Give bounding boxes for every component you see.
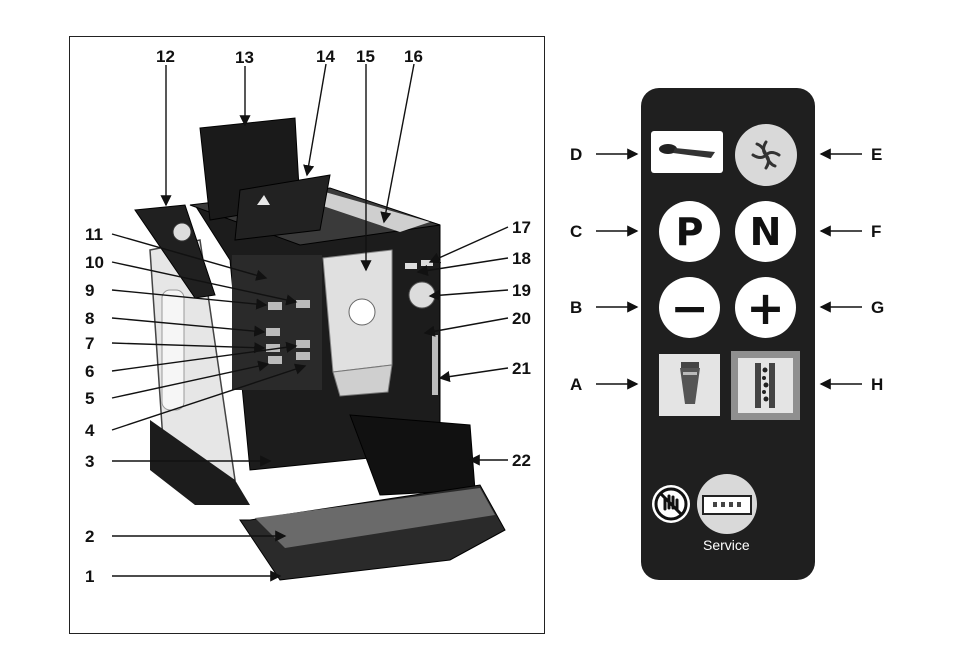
descale-indicator [731, 351, 800, 420]
callout-5: 5 [85, 389, 95, 408]
callout-E: E [871, 145, 883, 164]
callout-G: G [871, 298, 885, 317]
callout-9: 9 [85, 281, 95, 300]
callout-F: F [871, 222, 882, 241]
scale-pipe-icon [755, 363, 775, 408]
callout-20: 20 [512, 309, 531, 328]
callout-18: 18 [512, 249, 531, 268]
callout-22: 22 [512, 451, 531, 470]
callout-15: 15 [356, 47, 375, 66]
aroma-button[interactable] [735, 124, 797, 186]
callout-H: H [871, 375, 884, 394]
machine-illustration-frame [69, 36, 545, 634]
callout-10: 10 [85, 253, 104, 272]
no-hand-warning-icon [652, 485, 690, 523]
filter-indicator [659, 354, 720, 416]
aroma-swirl-icon [751, 140, 781, 170]
callout-8: 8 [85, 309, 95, 328]
callout-16: 16 [404, 47, 423, 66]
callout-4: 4 [85, 421, 95, 440]
callout-C: C [570, 222, 583, 241]
normal-button[interactable]: N [735, 201, 796, 262]
callout-1: 1 [85, 567, 95, 586]
callout-3: 3 [85, 452, 95, 471]
callout-17: 17 [512, 218, 531, 237]
filter-cartridge-icon [680, 362, 700, 404]
callout-12: 12 [156, 47, 175, 66]
callout-2: 2 [85, 527, 95, 546]
spoon-icon [659, 144, 715, 158]
callout-19: 19 [512, 281, 531, 300]
callout-21: 21 [512, 359, 531, 378]
plus-button[interactable]: + [735, 277, 796, 338]
service-button[interactable] [697, 474, 757, 534]
callout-D: D [570, 145, 583, 164]
minus-button[interactable]: − [659, 277, 720, 338]
callout-A: A [570, 375, 583, 394]
program-button[interactable]: P [659, 201, 720, 262]
callout-13: 13 [235, 48, 254, 67]
powder-button[interactable] [651, 131, 723, 173]
callout-6: 6 [85, 362, 95, 381]
service-connector-icon [702, 495, 752, 515]
callout-7: 7 [85, 334, 95, 353]
callout-B: B [570, 298, 583, 317]
callout-14: 14 [316, 47, 335, 66]
callout-11: 11 [85, 225, 103, 244]
service-label: Service [703, 537, 750, 553]
